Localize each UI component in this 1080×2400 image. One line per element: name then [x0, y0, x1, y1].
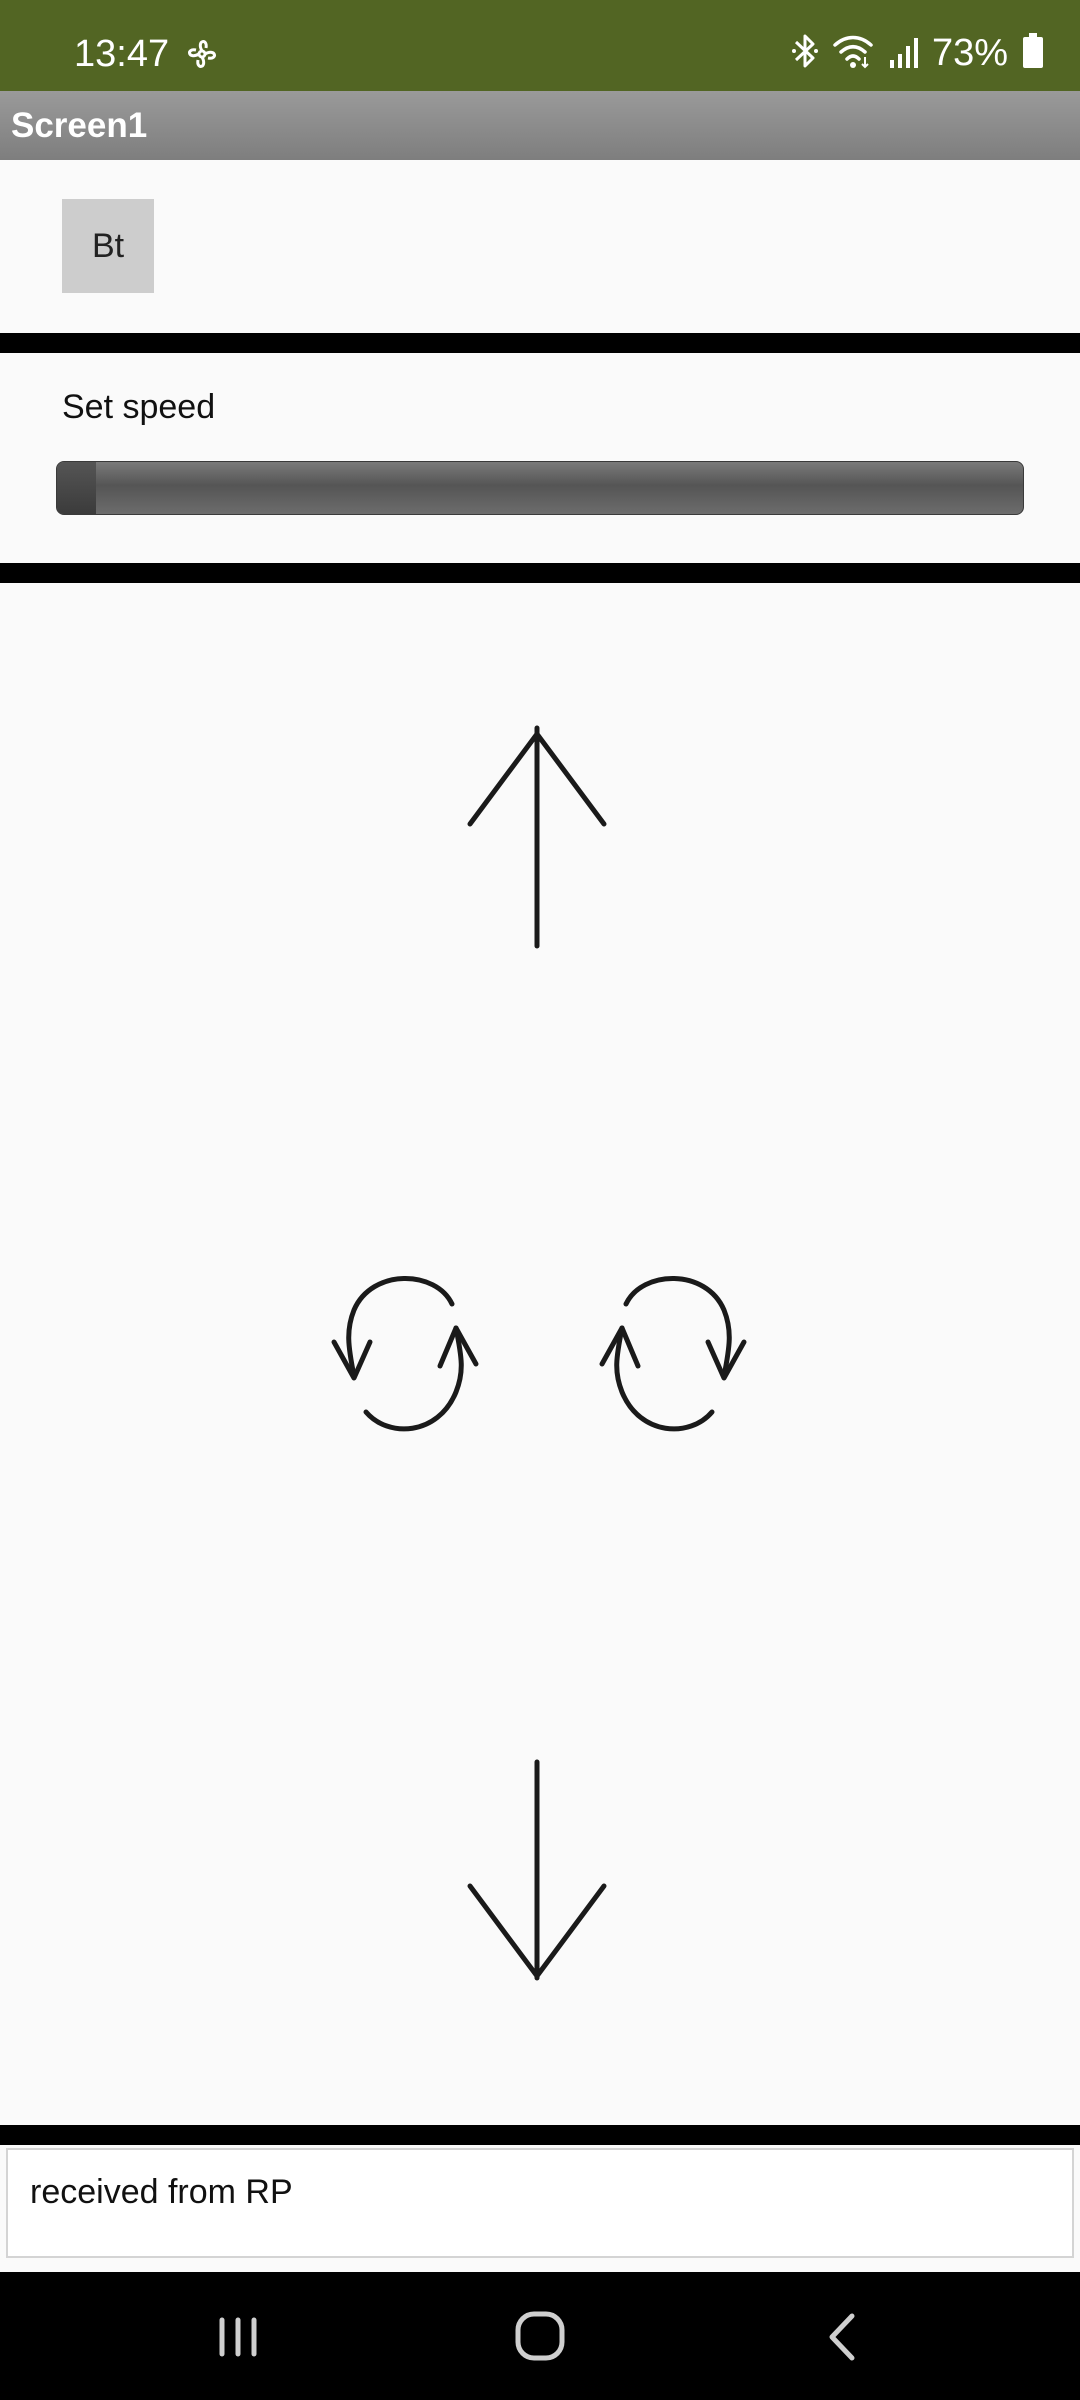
backward-button[interactable]: [460, 1752, 614, 1992]
divider-bottom: [0, 2125, 1080, 2145]
recents-icon: [198, 2317, 278, 2375]
screen-title: Screen1: [11, 106, 148, 145]
back-button[interactable]: [802, 2302, 882, 2372]
battery-percent: 73%: [931, 32, 1008, 74]
navigation-bar: [0, 2272, 1080, 2400]
bluetooth-icon: [791, 32, 818, 75]
speed-label: Set speed: [62, 388, 216, 426]
wifi-icon: [832, 33, 874, 74]
rotate-right-icon: [586, 1262, 752, 1442]
speed-slider[interactable]: [56, 461, 1024, 515]
signal-icon: [888, 34, 918, 73]
forward-button[interactable]: [460, 720, 614, 960]
rotate-left-icon: [326, 1262, 492, 1442]
received-message-box: received from RP: [6, 2148, 1074, 2258]
home-button[interactable]: [500, 2302, 580, 2372]
rotate-left-button[interactable]: [326, 1262, 492, 1442]
status-bar: 13:47: [0, 0, 1080, 91]
battery-icon: [1022, 32, 1044, 74]
app-title-bar: Screen1: [0, 91, 1080, 160]
divider-top: [0, 333, 1080, 353]
recents-button[interactable]: [198, 2302, 278, 2372]
divider-middle: [0, 563, 1080, 583]
pinwheel-icon: [184, 36, 220, 72]
arrow-down-icon: [460, 1752, 614, 1992]
back-icon: [802, 2313, 882, 2375]
arrow-up-icon: [460, 720, 614, 960]
speed-slider-fill: [57, 462, 96, 514]
home-icon: [500, 2311, 580, 2375]
received-message-text: received from RP: [30, 2173, 293, 2211]
bluetooth-connect-button[interactable]: Bt: [62, 199, 154, 293]
status-time: 13:47: [74, 33, 170, 75]
rotate-right-button[interactable]: [586, 1262, 752, 1442]
